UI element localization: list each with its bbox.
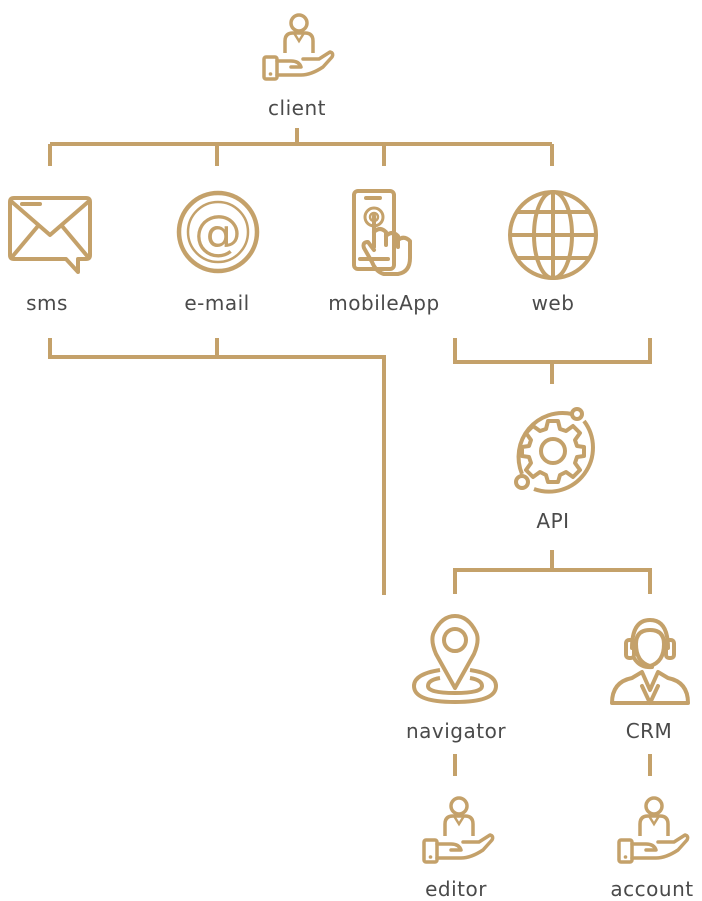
sms-node-icon xyxy=(8,196,92,274)
phone-tap-icon xyxy=(352,189,412,276)
node-label-account: account xyxy=(610,877,694,901)
connectors xyxy=(48,128,652,776)
node-label-sms: sms xyxy=(26,291,68,315)
connector-mobile-web-to-api xyxy=(453,338,652,384)
account-node-icon xyxy=(617,796,690,864)
node-label-editor: editor xyxy=(425,877,487,901)
gear-cycle-icon xyxy=(514,407,595,494)
node-label-api: API xyxy=(536,509,570,533)
node-label-email: e-mail xyxy=(184,291,250,315)
support-agent-icon xyxy=(610,618,690,705)
node-label-client: client xyxy=(268,96,326,120)
connector-sms-email-to-navigator xyxy=(48,338,386,595)
at-sign-icon: @ xyxy=(176,190,260,274)
node-label-mobileapp: mobileApp xyxy=(328,291,440,315)
connector-client-bus xyxy=(48,128,554,166)
client-node-icon xyxy=(262,13,335,81)
node-label-web: web xyxy=(531,291,575,315)
location-pin-icon xyxy=(412,614,498,704)
node-label-crm: CRM xyxy=(625,719,673,743)
node-label-navigator: navigator xyxy=(405,719,507,743)
globe-icon xyxy=(508,190,598,280)
connector-api-to-navigator-crm xyxy=(453,550,652,594)
editor-node-icon xyxy=(422,796,495,864)
svg-text:@: @ xyxy=(194,205,242,261)
